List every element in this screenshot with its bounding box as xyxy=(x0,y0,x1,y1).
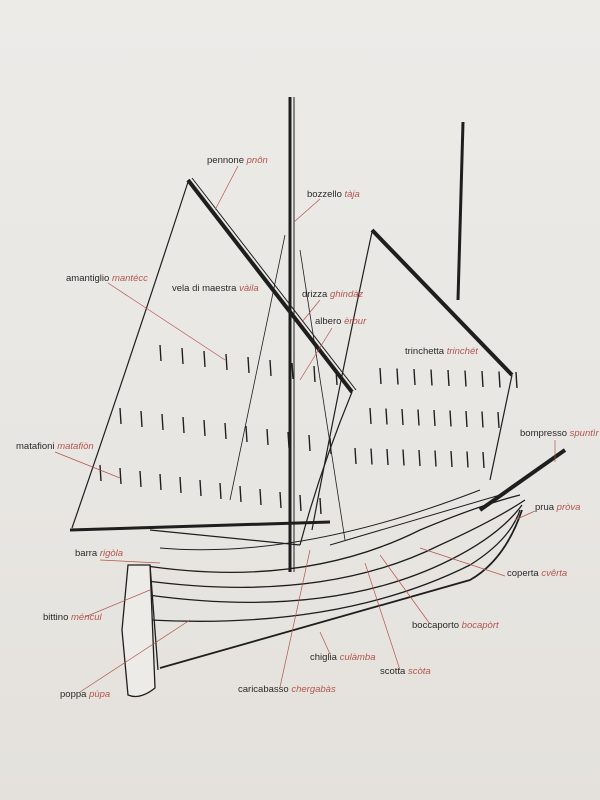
reef-point xyxy=(430,369,433,386)
reef-point xyxy=(181,347,184,365)
reef-point xyxy=(450,450,453,468)
reef-point xyxy=(385,408,388,425)
reef-point xyxy=(329,437,332,455)
label-poppa: poppa pùpa xyxy=(60,689,111,700)
main-sail-luff xyxy=(71,181,189,529)
reef-point xyxy=(224,422,227,440)
keel xyxy=(159,509,523,669)
reef-point xyxy=(433,409,436,427)
reef-point xyxy=(369,407,372,425)
reef-point xyxy=(465,410,468,428)
label-vela-di-maestra: vela di maestra vàila xyxy=(172,283,259,294)
reef-point xyxy=(159,473,162,491)
label-coperta: coperta cvêrta xyxy=(507,568,568,579)
reef-point xyxy=(203,419,206,437)
label-bompresso: bompresso spuntìr xyxy=(520,428,599,439)
rudder xyxy=(121,564,156,698)
label-albero: albero èrbur xyxy=(315,316,367,327)
reef-point xyxy=(182,416,185,434)
reef-point xyxy=(515,371,518,389)
main-yard xyxy=(186,178,354,394)
reef-point xyxy=(418,449,421,467)
reef-point xyxy=(482,451,485,469)
label-bittino: bittino méncul xyxy=(43,612,102,623)
reef-points xyxy=(99,344,518,515)
leader-lines xyxy=(54,165,556,693)
reef-point xyxy=(245,425,248,443)
reef-point xyxy=(379,367,382,385)
reef-point xyxy=(319,497,322,515)
reef-point xyxy=(386,448,389,466)
reef-point xyxy=(370,448,373,465)
label-matafioni: matafioni matafiòn xyxy=(16,441,94,452)
rigging xyxy=(69,97,567,572)
reef-point xyxy=(269,359,272,377)
reef-point xyxy=(401,408,404,426)
reef-point xyxy=(464,370,467,387)
reef-point xyxy=(140,410,143,428)
reef-point xyxy=(287,431,290,449)
reef-point xyxy=(99,464,102,482)
reef-point xyxy=(266,428,269,446)
reef-point xyxy=(299,494,302,512)
reef-point xyxy=(139,470,142,488)
reef-point xyxy=(413,368,416,386)
label-bozzello: bozzello tàja xyxy=(307,189,360,200)
reef-point xyxy=(247,356,250,374)
reef-point xyxy=(161,413,164,431)
reef-point xyxy=(119,407,122,425)
reef-point xyxy=(447,369,450,387)
reef-point xyxy=(481,411,484,428)
reef-point xyxy=(279,491,282,509)
reef-point xyxy=(417,409,420,426)
label-trinchetta: trinchetta trinchét xyxy=(405,346,478,357)
hull xyxy=(121,489,526,698)
label-scotta: scotta scòta xyxy=(380,666,431,677)
reef-point xyxy=(354,447,357,465)
reef-point xyxy=(219,482,222,500)
reef-point xyxy=(481,370,484,388)
reef-point xyxy=(308,434,311,452)
reef-point xyxy=(498,371,501,388)
reef-point xyxy=(434,450,437,467)
fore-sail-luff xyxy=(311,231,373,531)
label-boccaporto: boccaporto bocapòrt xyxy=(412,620,499,631)
reef-point xyxy=(203,350,206,368)
reef-point xyxy=(259,488,262,506)
reef-point xyxy=(119,467,122,485)
reef-point xyxy=(396,368,399,385)
reef-point xyxy=(239,485,242,503)
fore-yard xyxy=(370,228,514,377)
reef-point xyxy=(199,479,202,497)
reef-point xyxy=(313,365,316,383)
reef-point xyxy=(466,451,469,468)
label-drizza: drizza ghindàz xyxy=(302,289,364,300)
reef-point xyxy=(159,344,162,362)
label-prua: prua pròva xyxy=(535,502,581,513)
reef-point xyxy=(335,368,338,386)
reef-point xyxy=(179,476,182,494)
label-chiglia: chiglia culàmba xyxy=(310,652,376,663)
label-caricabasso: caricabasso chergabàs xyxy=(238,684,336,695)
label-barra: barra rigòla xyxy=(75,548,124,559)
reef-point xyxy=(497,411,500,429)
boom xyxy=(69,520,331,532)
label-pennone: pennone pnôn xyxy=(207,155,268,166)
reef-point xyxy=(291,362,294,380)
label-amantiglio: amantiglio mantécc xyxy=(66,273,148,284)
reef-point xyxy=(402,449,405,466)
reef-point xyxy=(225,353,228,371)
fore-mast xyxy=(456,121,465,301)
bowsprit xyxy=(478,448,567,512)
reef-point xyxy=(449,410,452,427)
